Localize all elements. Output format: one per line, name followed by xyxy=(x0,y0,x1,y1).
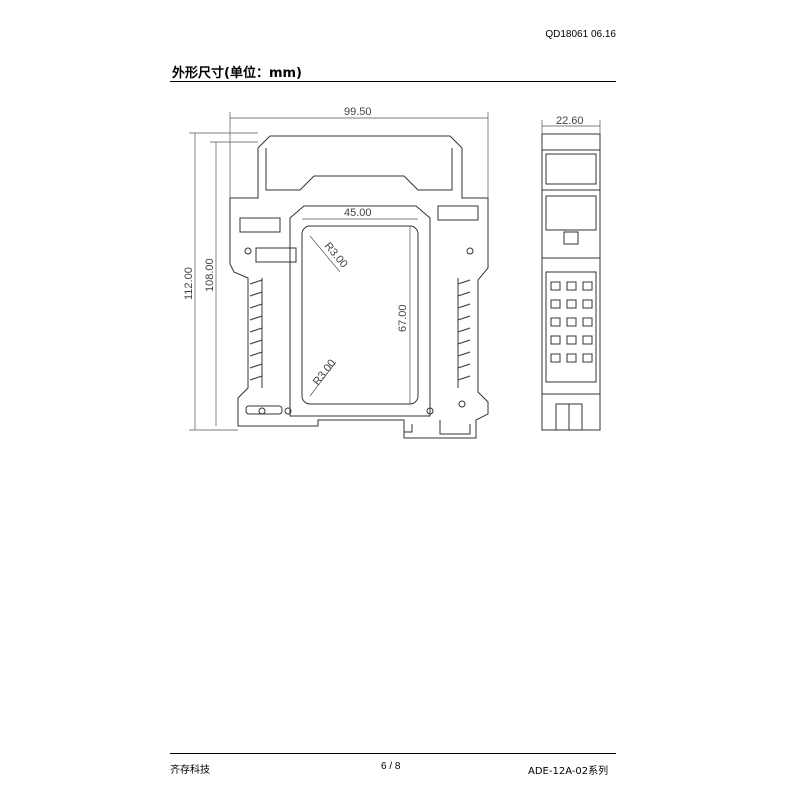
dim-radius-bottom: R3.00 xyxy=(311,357,339,388)
document-code: QD18061 06.16 xyxy=(545,29,616,40)
front-view-outline xyxy=(229,135,489,439)
footer-company: 齐存科技 xyxy=(170,765,210,776)
header-rule xyxy=(170,81,616,82)
footer-page-number: 6 / 8 xyxy=(381,761,401,772)
footer-series: ADE-12A-02系列 xyxy=(528,766,609,777)
section-title: 外形尺寸(单位：mm) xyxy=(172,66,302,81)
side-view-outline xyxy=(541,133,601,431)
dim-window-width: 45.00 xyxy=(344,207,372,219)
front-view-dimensions xyxy=(189,112,489,431)
dim-width: 99.50 xyxy=(344,106,372,118)
dim-window-height: 67.00 xyxy=(397,304,409,332)
dim-total-height: 112.00 xyxy=(183,267,195,300)
dim-body-height: 108.00 xyxy=(204,258,216,292)
side-view-dimensions xyxy=(541,120,601,134)
dim-side-width: 22.60 xyxy=(556,115,584,127)
footer-rule xyxy=(170,753,616,754)
